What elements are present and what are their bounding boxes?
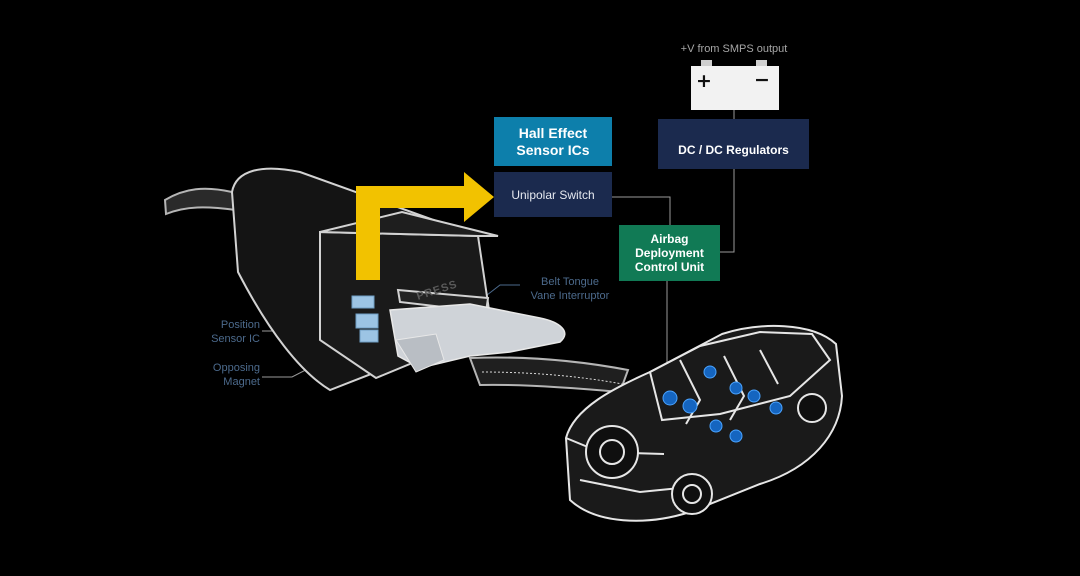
battery-icon bbox=[691, 60, 779, 110]
opposing-magnet-callout: Opposing Magnet bbox=[212, 362, 260, 388]
car-cutaway-icon bbox=[564, 324, 844, 522]
airbag-sensor-dots bbox=[662, 365, 783, 443]
dcdc-to-airbag-line bbox=[720, 169, 735, 253]
signal-arrow bbox=[356, 172, 494, 280]
battery-minus-symbol: − bbox=[754, 69, 770, 91]
unipolar-switch-box: Unipolar Switch bbox=[494, 172, 612, 217]
hall-effect-box: Hall Effect Sensor ICs bbox=[494, 117, 612, 166]
battery-plus-symbol: + bbox=[696, 70, 712, 92]
position-sensor-callout: Position Sensor IC bbox=[211, 319, 260, 345]
buckle-press-text: PRESS bbox=[415, 278, 459, 302]
power-source-label: +V from SMPS output bbox=[681, 43, 788, 55]
airbag-control-unit-box: Airbag Deployment Control Unit bbox=[619, 225, 720, 281]
switch-to-airbag-line bbox=[612, 196, 671, 225]
belt-tongue-callout: Belt Tongue Vane Interruptor bbox=[530, 276, 610, 302]
dc-dc-regulators-box: DC / DC Regulators bbox=[658, 119, 809, 169]
